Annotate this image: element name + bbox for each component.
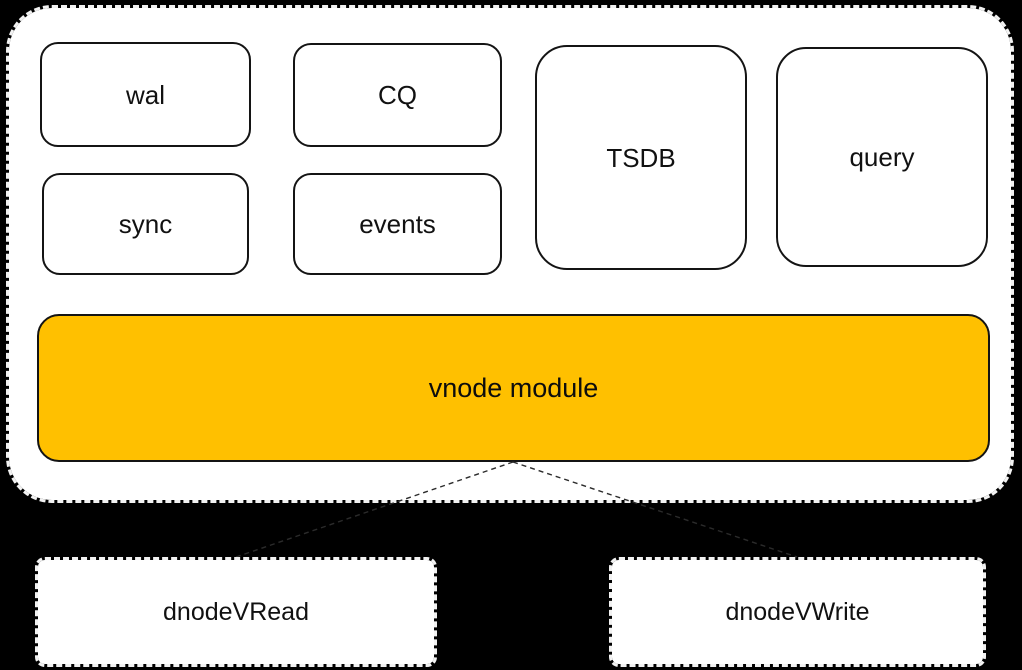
module-label-cq: CQ [378, 80, 417, 110]
dnode-vread-box: dnodeVRead [35, 557, 437, 667]
dnode-vwrite-label: dnodeVWrite [725, 597, 870, 626]
module-box-tsdb: TSDB [535, 45, 747, 270]
module-label-wal: wal [125, 79, 165, 110]
vnode-module-label: vnode module [428, 372, 599, 403]
dnode-vwrite-box: dnodeVWrite [609, 557, 986, 667]
dnode-vread-label: dnodeVRead [163, 597, 309, 626]
module-box-sync: sync [42, 173, 249, 275]
vnode-container-box: wal CQ sync events TSDB query vnode modu… [6, 5, 1014, 503]
module-box-query: query [776, 47, 988, 267]
module-box-wal: wal [40, 42, 251, 147]
module-label-query: query [849, 142, 915, 172]
vnode-module-box: vnode module [37, 314, 990, 462]
module-box-events: events [293, 173, 502, 275]
module-label-events: events [359, 209, 436, 239]
module-label-sync: sync [118, 209, 173, 239]
module-label-tsdb: TSDB [606, 142, 676, 173]
module-box-cq: CQ [293, 43, 502, 147]
